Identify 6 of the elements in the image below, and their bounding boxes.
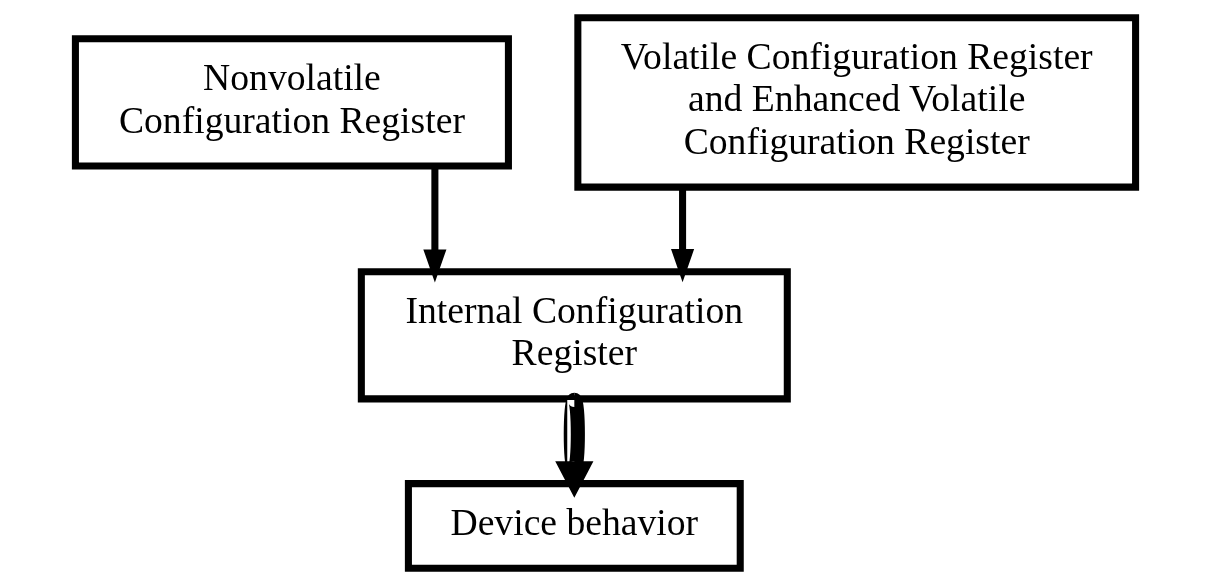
node-box: Device behavior [404,480,744,572]
node-box: Nonvolatile Configuration Register [71,35,512,170]
node-box: Internal Configuration Register [357,268,791,403]
arrow [423,166,447,283]
node-box: Volatile Configuration Register and Enhanced Volatile Configuration Register [574,14,1140,191]
arrow [671,187,695,283]
